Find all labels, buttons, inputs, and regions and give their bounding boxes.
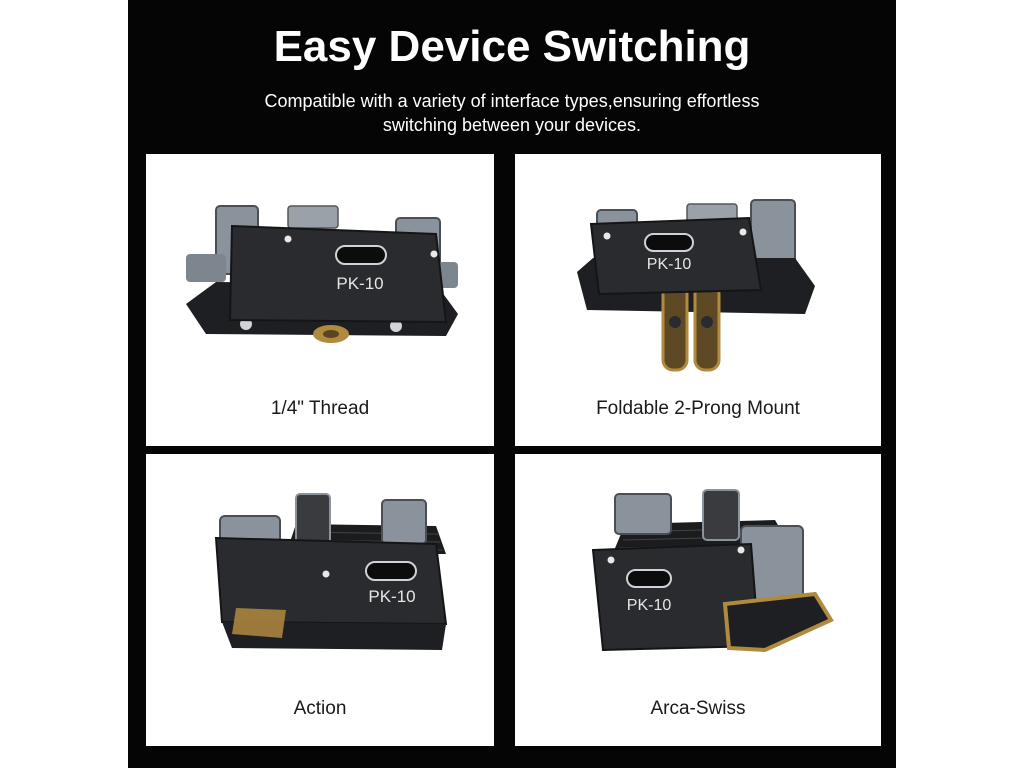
card-label: Arca-Swiss	[650, 698, 746, 719]
engraving-text: PK-10	[368, 587, 415, 606]
card-label: Action	[293, 698, 347, 719]
mount-2-prong-image: PK-10	[577, 199, 815, 372]
page-title: Easy Device Switching	[273, 22, 751, 71]
card-arca-swiss: PK-10 Arca-Swiss	[515, 454, 881, 746]
card-label: 1/4" Thread	[270, 398, 370, 419]
card-quarter-inch-thread: PK-10 1/4" Thread	[146, 154, 494, 446]
mount-arca-swiss-image: PK-10	[591, 489, 834, 653]
page-subtitle: Compatible with a variety of interface t…	[264, 91, 760, 135]
engraving-text: PK-10	[336, 274, 383, 293]
card-foldable-2-prong: PK-10 Foldable 2-Prong Mount	[515, 154, 881, 446]
card-action: PK-10 Action	[146, 454, 494, 746]
engraving-text: PK-10	[647, 256, 692, 273]
mount-thread-image: PK-10	[186, 205, 458, 343]
engraving-text: PK-10	[627, 597, 672, 614]
card-label: Foldable 2-Prong Mount	[596, 398, 800, 419]
product-panel: Easy Device Switching Compatible with a …	[128, 0, 896, 768]
mount-action-image: PK-10	[214, 493, 448, 650]
